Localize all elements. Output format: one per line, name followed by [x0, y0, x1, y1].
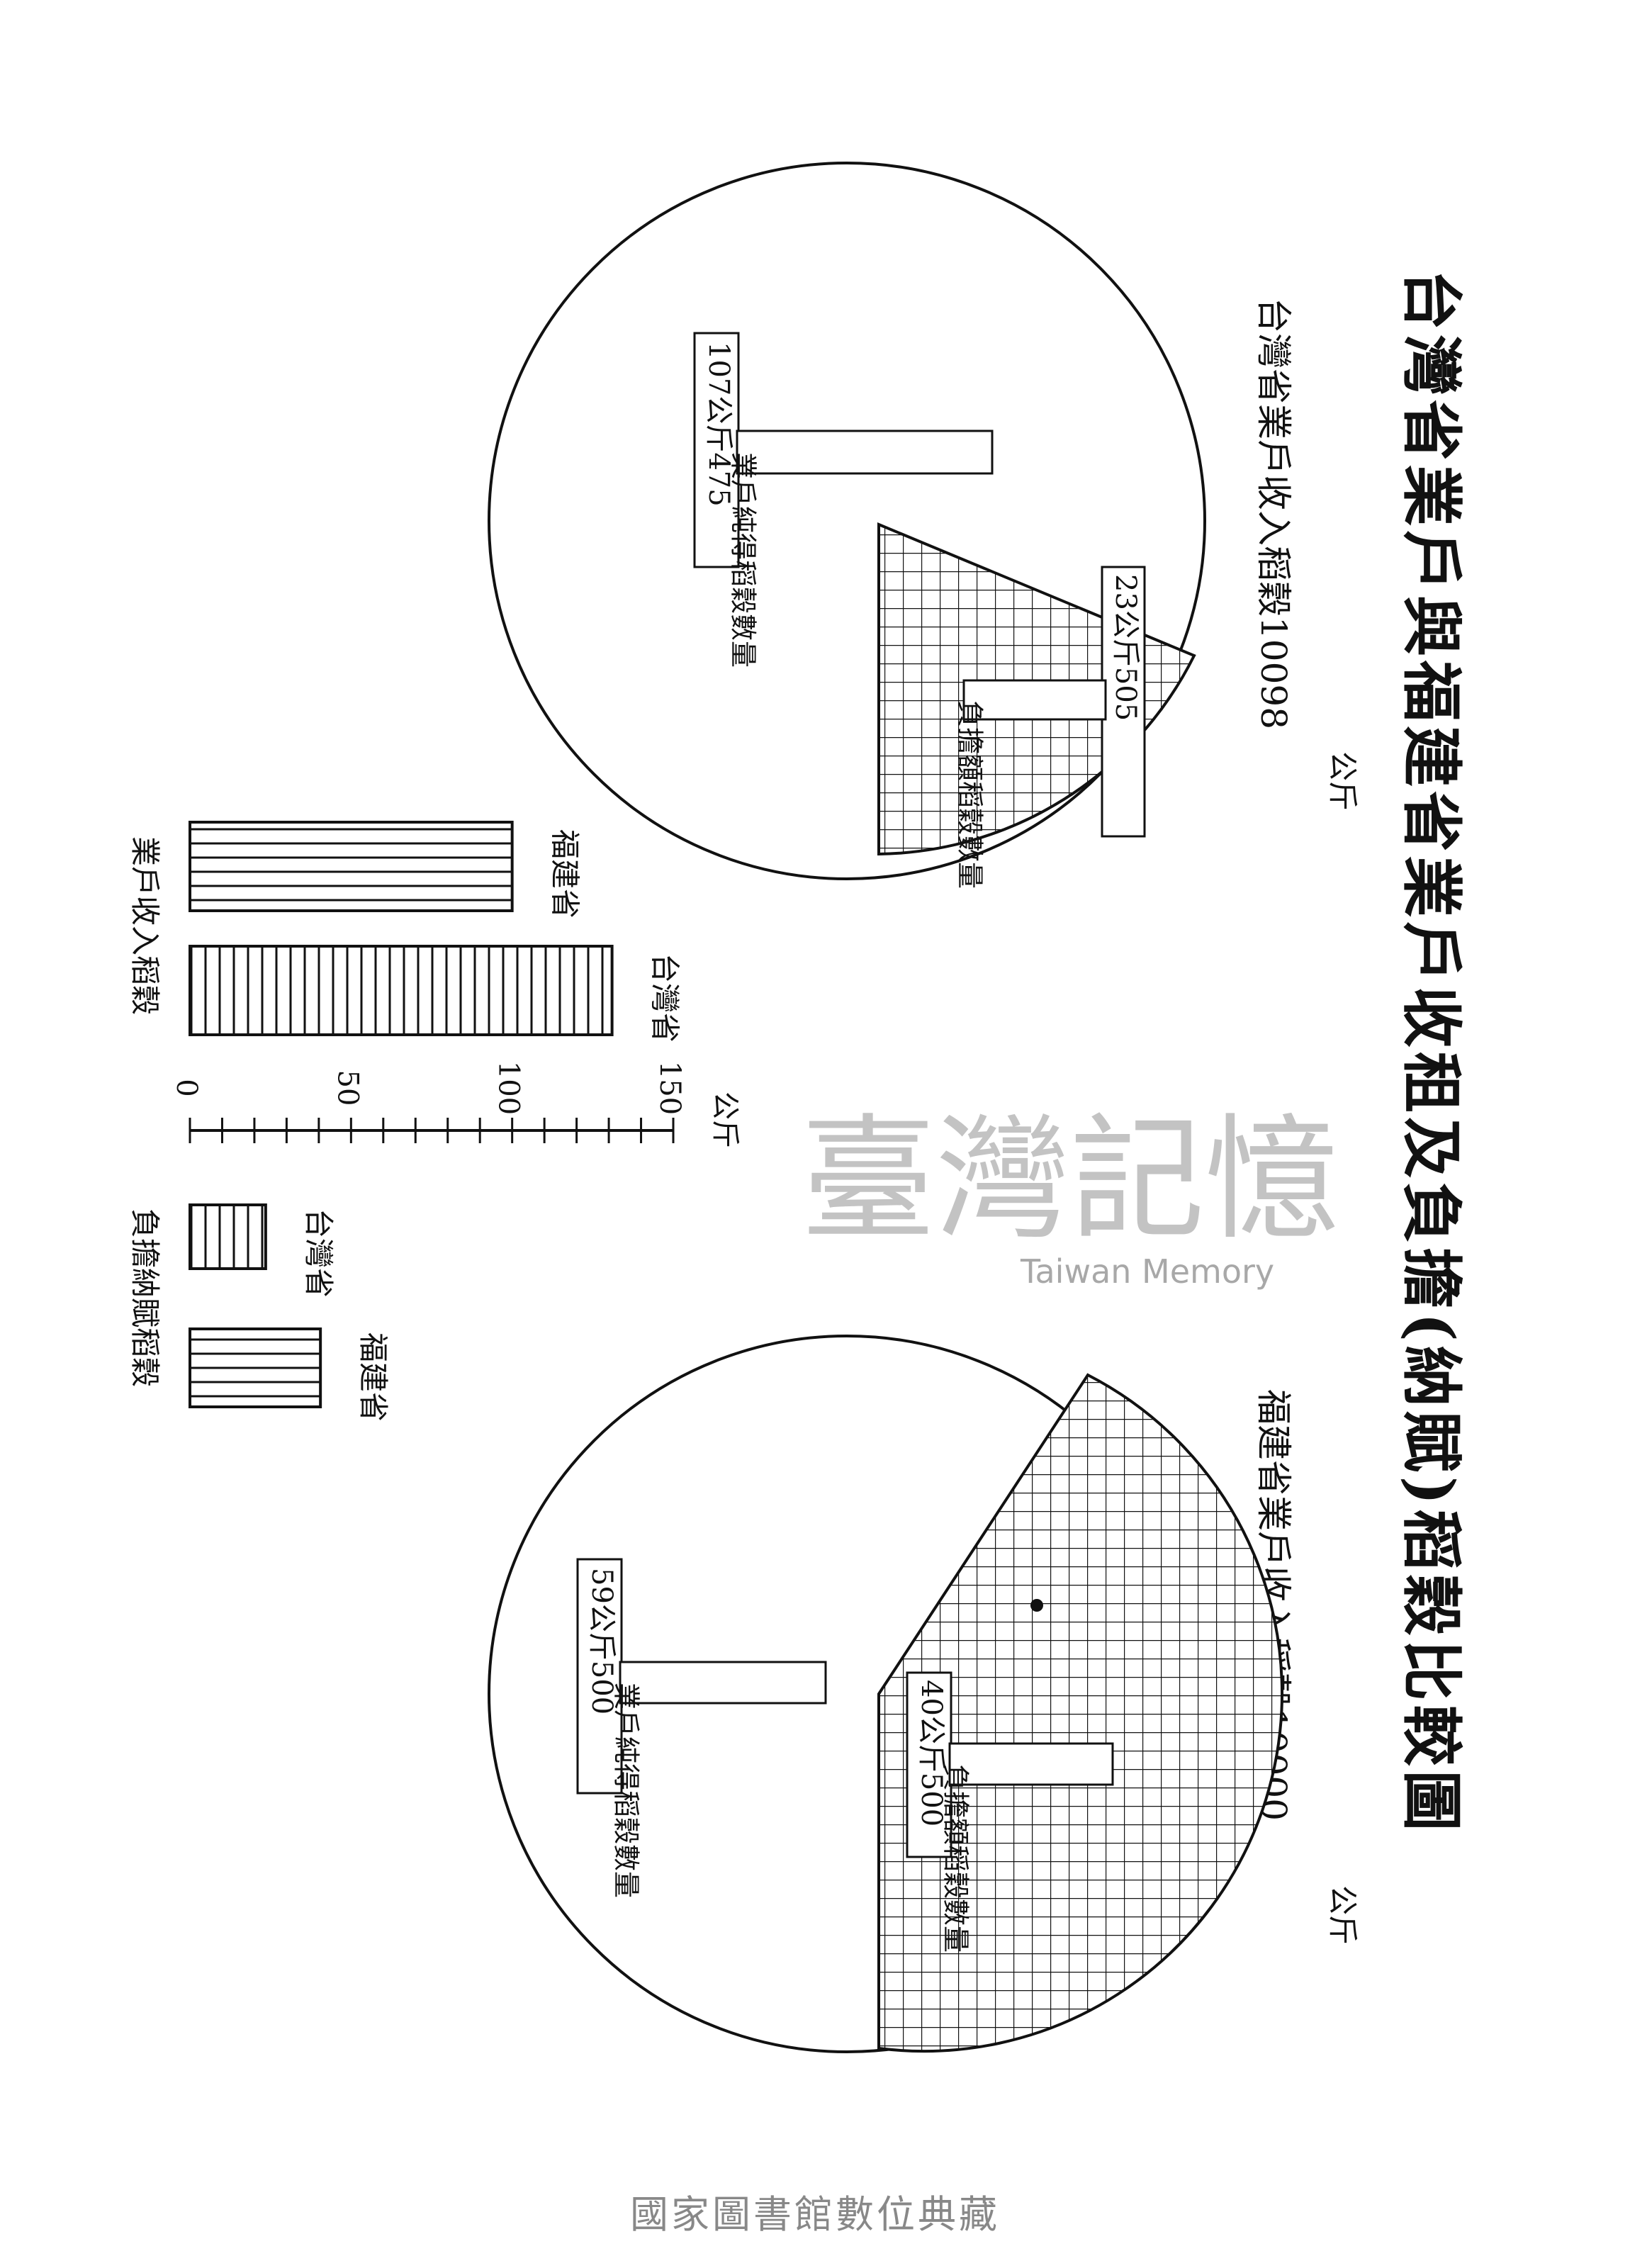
- watermark: 臺灣記憶 Taiwan Memory: [801, 1101, 1339, 1291]
- income-axis-tick-label: 100: [493, 1061, 525, 1115]
- pie-taiwan-caption: 台灣省業戶收入稻穀10098: [1253, 298, 1294, 729]
- pie-taiwan-unit: 公斤: [1325, 751, 1360, 811]
- income-axis-tick-label: 0: [170, 1079, 203, 1096]
- watermark-main: 臺灣記憶: [801, 1101, 1339, 1258]
- tax-chart-caption: 負擔納賦稻穀: [128, 1208, 162, 1387]
- tax-bar: [189, 1203, 267, 1270]
- pie-fujian-burden-label-bar: [906, 1671, 952, 1858]
- income-chart-caption: 業戶收入稻穀: [128, 836, 162, 1015]
- tax-bar: [189, 1327, 322, 1408]
- pie-fujian-unit: 公斤: [1325, 1885, 1360, 1945]
- income-axis-unit: 公斤: [709, 1091, 741, 1148]
- pie-taiwan-burden-label: 負擔額稻穀數量: [955, 700, 986, 889]
- income-axis-tick-label: 150: [653, 1061, 686, 1115]
- pie-fujian-net-label: 業戶純得稻穀數量: [611, 1683, 642, 1898]
- chart-title: 台灣省業戶與福建省業戶收租及負擔(納賦)稻穀比較圖: [1395, 269, 1467, 1835]
- pie-taiwan-burden-label-bar: [1101, 566, 1146, 838]
- pie-fujian-slice-burden: [877, 1373, 1283, 2053]
- income-bar: [189, 945, 614, 1036]
- income-axis-tick-label: 50: [331, 1070, 364, 1106]
- pie-fujian-burden-label: 負擔額稻穀數量: [940, 1764, 972, 1953]
- pie-fujian-burden-value: 40公斤500: [915, 1680, 948, 1826]
- income-bar-chart: 0 50 100 150 台灣省 福建省 公斤 業戶收入稻穀: [128, 821, 741, 1148]
- pie-taiwan-burden-label-stem: [962, 679, 1107, 721]
- pie-fujian: 負擔額稻穀數量 40公斤500 業戶純得稻穀數量 59公斤500: [488, 1335, 1283, 2053]
- pie-taiwan-net-label-stem: [736, 430, 994, 475]
- pie-taiwan-net-value: 107公斤475: [702, 342, 735, 507]
- income-bar-label: 台灣省: [648, 953, 682, 1043]
- pie-taiwan-net-label: 業戶純得稻穀數量: [728, 452, 759, 668]
- pie-fujian-net-label-bar: [576, 1558, 623, 1795]
- pie-fujian-net-label-stem: [619, 1661, 827, 1705]
- pie-taiwan-outline: [488, 162, 1206, 880]
- pie-taiwan: 負擔額稻穀數量 23公斤505 業戶純得稻穀數量 107公斤475: [488, 162, 1206, 889]
- pie-fujian-net-value: 59公斤500: [585, 1568, 618, 1714]
- tax-bar-label: 台灣省: [301, 1208, 336, 1298]
- income-bar-label: 福建省: [548, 829, 583, 919]
- tax-bar-label: 福建省: [356, 1332, 390, 1422]
- footer-caption: 國家圖書館數位典藏: [630, 2192, 1000, 2237]
- watermark-sub: Taiwan Memory: [1020, 1252, 1274, 1291]
- pie-fujian-burden-label-stem: [948, 1742, 1114, 1786]
- pie-fujian-mark: [1030, 1599, 1043, 1612]
- pie-taiwan-burden-value: 23公斤505: [1109, 574, 1142, 721]
- pie-taiwan-net-label-bar: [693, 332, 740, 568]
- income-bar: [189, 821, 514, 912]
